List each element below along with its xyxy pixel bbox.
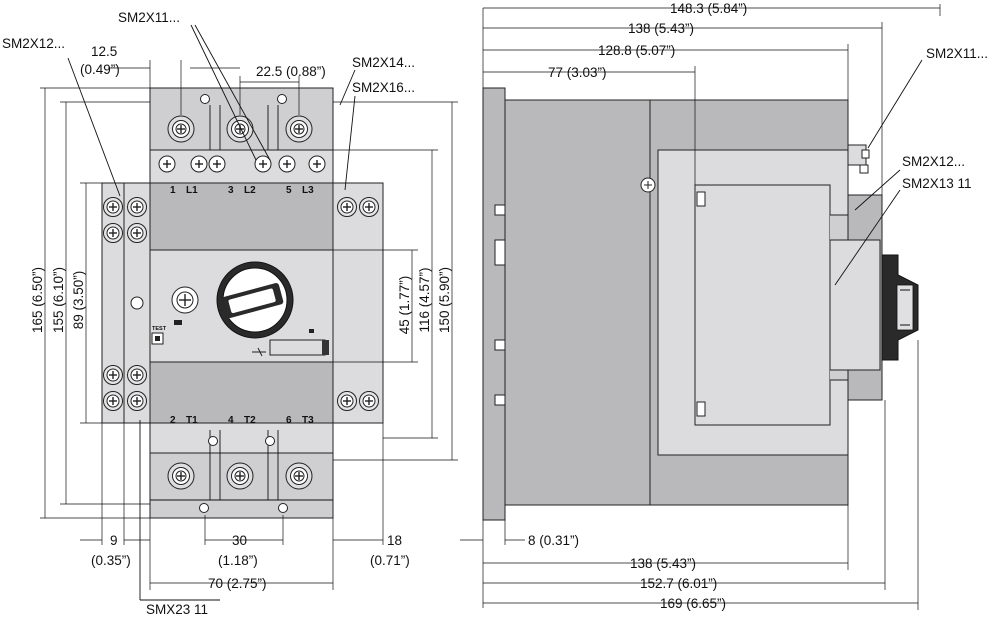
side-label-sm2x11: SM2X11...	[926, 46, 988, 61]
dim-30-in: (1.18”)	[218, 553, 258, 568]
terminal-screw-icon	[285, 115, 313, 143]
dim-9-in: (0.35”)	[91, 553, 131, 568]
terminal-mark: 1	[170, 185, 176, 196]
terminal-screw-icon	[285, 462, 313, 490]
aux-screw-icon	[336, 196, 358, 218]
terminal-mark: L3	[302, 185, 314, 196]
dim-45: 45 (1.77”)	[397, 276, 412, 335]
side-label-area	[694, 184, 831, 426]
aux-screw-icon	[358, 196, 380, 218]
aux-screw-icon	[358, 390, 380, 412]
label-sm2x16: SM2X16...	[352, 80, 415, 95]
terminal-strip-top	[149, 149, 334, 184]
side-step	[829, 239, 881, 371]
hole-icon	[200, 94, 210, 104]
terminal-mark: T2	[244, 415, 256, 426]
dim-12-5-in: (0.49”)	[80, 62, 120, 77]
terminal-mark: 3	[228, 185, 234, 196]
terminal-mark: 6	[286, 415, 292, 426]
terminal-mark: T1	[186, 415, 198, 426]
small-screw-icon	[190, 155, 208, 173]
aux-screw-icon	[336, 390, 358, 412]
terminal-mark: 4	[228, 415, 234, 426]
hole-icon	[130, 296, 144, 310]
small-screw-icon	[158, 155, 176, 173]
side-label-sm2x13: SM2X13 11	[902, 176, 972, 191]
dim-18: 18	[387, 533, 402, 548]
terminal-mark: L1	[186, 185, 198, 196]
front-view: 1 L1 3 L2 5 L3 TEST	[2, 10, 458, 617]
label-sm2x12: SM2X12...	[2, 36, 65, 51]
terminal-mark: 5	[286, 185, 292, 196]
din-rail-mount	[482, 87, 506, 521]
dim-138-top: 138 (5.43”)	[628, 21, 694, 36]
dim-70: 70 (2.75”)	[208, 576, 267, 591]
dim-30: 30	[232, 533, 247, 548]
dim-116: 116 (4.57”)	[417, 267, 432, 332]
dim-128-8: 128.8 (5.07”)	[598, 43, 675, 58]
hole-icon	[208, 436, 218, 446]
aux-screw-icon	[126, 222, 148, 244]
aux-screw-icon	[102, 222, 124, 244]
side-label-sm2x12: SM2X12...	[902, 154, 965, 169]
terminal-mark: L2	[244, 185, 256, 196]
terminal-screw-icon	[167, 462, 195, 490]
status-window-icon	[269, 339, 326, 356]
dim-155: 155 (6.10”)	[51, 267, 66, 333]
aux-screw-icon	[102, 196, 124, 218]
left-aux-block-outer	[101, 182, 125, 424]
aux-screw-icon	[102, 390, 124, 412]
label-sm2x14: SM2X14...	[352, 55, 415, 70]
aux-screw-icon	[126, 196, 148, 218]
terminal-screw-icon	[226, 115, 254, 143]
side-housing	[504, 99, 651, 506]
hole-icon	[265, 436, 275, 446]
right-aux-block	[332, 182, 384, 424]
terminal-screw-icon	[167, 115, 195, 143]
dim-89: 89 (3.50”)	[71, 271, 86, 330]
test-label: TEST	[152, 326, 167, 332]
dim-12-5: 12.5	[91, 44, 117, 59]
hole-icon	[199, 503, 209, 513]
dim-77: 77 (3.03”)	[548, 65, 607, 80]
dim-150: 150 (5.90”)	[437, 267, 452, 333]
dim-138-bottom: 138 (5.43”)	[630, 556, 696, 571]
aux-screw-icon	[126, 390, 148, 412]
dim-169: 169 (6.65”)	[660, 596, 726, 611]
dim-8: 8 (0.31”)	[528, 533, 579, 548]
label-smx23: SMX23 11	[146, 602, 208, 617]
small-screw-icon	[278, 155, 296, 173]
small-screw-icon	[308, 155, 326, 173]
small-screw-icon	[208, 155, 226, 173]
terminal-mark: T3	[302, 415, 314, 426]
dim-18-in: (0.71”)	[370, 553, 410, 568]
dim-152-7: 152.7 (6.01”)	[640, 576, 717, 591]
side-view: SM2X11... SM2X12... SM2X13 11 148.3 (5.8…	[460, 1, 988, 611]
label-sm2x11: SM2X11...	[118, 10, 180, 25]
hole-icon	[278, 503, 288, 513]
dim-165: 165 (6.50”)	[30, 267, 45, 333]
terminal-screw-icon	[226, 462, 254, 490]
dim-22-5: 22.5 (0.88”)	[256, 64, 326, 79]
hole-icon	[277, 94, 287, 104]
dim-9: 9	[110, 533, 118, 548]
terminal-strip-bottom	[149, 422, 334, 454]
aux-screw-icon	[102, 364, 124, 386]
dim-148-3: 148.3 (5.84”)	[670, 1, 747, 16]
terminal-mark: 2	[170, 415, 176, 426]
aux-screw-icon	[126, 364, 148, 386]
